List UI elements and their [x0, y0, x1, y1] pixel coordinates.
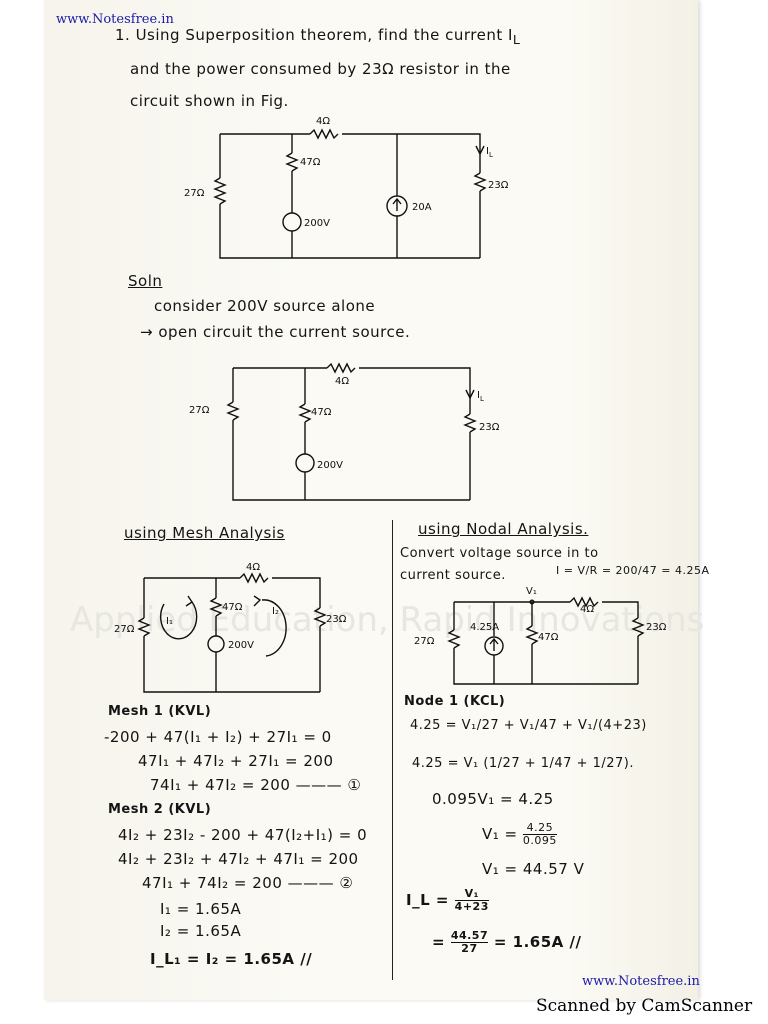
solution-step-1: consider 200V source alone: [154, 297, 376, 315]
mesh-r23-label: 23Ω: [326, 614, 347, 625]
nodal-r47-label: 47Ω: [538, 632, 559, 643]
c2-v-label: 200V: [317, 460, 343, 471]
nodal-r27-label: 27Ω: [414, 636, 435, 647]
c2-r47-label: 47Ω: [311, 407, 332, 418]
c1-r27-label: 27Ω: [184, 188, 205, 199]
mesh-1-title: Mesh 1 (KVL): [108, 704, 212, 719]
mesh-1-eq-2: 47I₁ + 47I₂ + 27I₁ = 200: [138, 752, 334, 770]
nodal-convert-1: Convert voltage source in to: [400, 546, 599, 561]
mesh-r4-label: 4Ω: [246, 562, 260, 573]
c1-r47-label: 47Ω: [300, 157, 321, 168]
circuit-diagram-1: 4Ω 47Ω 27Ω 23Ω 200V 20A IL: [184, 116, 509, 259]
nodal-node-title: Node 1 (KCL): [404, 694, 506, 709]
mesh-2-title: Mesh 2 (KVL): [108, 802, 212, 817]
nodal-convert-eq: I = V/R = 200/47 = 4.25A: [556, 564, 710, 577]
c1-il-label: IL: [486, 146, 493, 159]
c2-r27-label: 27Ω: [189, 405, 210, 416]
nodal-eq-5: V₁ = 44.57 V: [482, 860, 585, 878]
mesh-i2-label: I₂: [272, 606, 279, 617]
mesh-v-label: 200V: [228, 640, 254, 651]
c2-r4-label: 4Ω: [335, 376, 349, 387]
column-divider: [392, 520, 393, 980]
nodal-convert-2: current source.: [400, 568, 506, 583]
c1-r23-label: 23Ω: [488, 180, 509, 191]
nodal-eq-1: 4.25 = V₁/27 + V₁/47 + V₁/(4+23): [410, 718, 647, 733]
mesh-r47-label: 47Ω: [222, 602, 243, 613]
solution-step-2: → open circuit the current source.: [140, 323, 411, 341]
question-line-1: 1. Using Superposition theorem, find the…: [115, 26, 521, 47]
solution-heading: Soln: [128, 272, 163, 290]
mesh-circuit: 4Ω 47Ω 27Ω 23Ω 200V I₁ I₂: [114, 562, 347, 693]
nodal-circuit: V₁ 4Ω 23Ω 27Ω 4.25A 47Ω: [414, 586, 667, 685]
mesh-heading: using Mesh Analysis: [124, 524, 285, 542]
mesh-result-1: I₁ = 1.65A: [160, 900, 242, 918]
question-line-2: and the power consumed by 23Ω resistor i…: [130, 60, 511, 78]
c2-r23-label: 23Ω: [479, 422, 500, 433]
mesh-2-eq-2: 4I₂ + 23I₂ + 47I₂ + 47I₁ = 200: [118, 850, 359, 868]
nodal-r23-label: 23Ω: [646, 622, 667, 633]
mesh-result-2: I₂ = 1.65A: [160, 922, 242, 940]
watermark-top[interactable]: www.Notesfree.in: [56, 12, 174, 27]
nodal-r4-label: 4Ω: [580, 604, 594, 615]
nodal-eq-2: 4.25 = V₁ (1/27 + 1/47 + 1/27).: [412, 756, 635, 771]
mesh-i1-label: I₁: [166, 616, 173, 627]
c1-v-label: 200V: [304, 218, 330, 229]
mesh-r27-label: 27Ω: [114, 624, 135, 635]
c1-r4-label: 4Ω: [316, 116, 330, 127]
nodal-eq-3: 0.095V₁ = 4.25: [432, 790, 554, 808]
c1-i-label: 20A: [412, 202, 432, 213]
nodal-heading: using Nodal Analysis.: [418, 520, 589, 538]
scanner-label: Scanned by CamScanner: [536, 996, 753, 1016]
mesh-1-eq-1: -200 + 47(I₁ + I₂) + 27I₁ = 0: [104, 728, 332, 746]
question-line-3: circuit shown in Fig.: [130, 92, 289, 110]
mesh-2-eq-3: 47I₁ + 74I₂ = 200 ——— ②: [142, 874, 354, 892]
mesh-2-eq-1: 4I₂ + 23I₂ - 200 + 47(I₂+I₁) = 0: [118, 826, 368, 844]
circuit-diagram-2: 4Ω 47Ω 27Ω 23Ω 200V IL: [189, 362, 500, 501]
mesh-1-eq-3: 74I₁ + 47I₂ = 200 ——— ①: [150, 776, 362, 794]
background-watermark: Applied Education, Rapid Innovations: [70, 600, 705, 640]
c2-il-label: IL: [477, 390, 484, 403]
nodal-i-label: 4.25A: [470, 622, 499, 633]
mesh-result-3: I_L₁ = I₂ = 1.65A //: [150, 950, 313, 968]
watermark-bottom[interactable]: www.Notesfree.in: [582, 974, 700, 989]
nodal-v1-label: V₁: [526, 586, 537, 597]
